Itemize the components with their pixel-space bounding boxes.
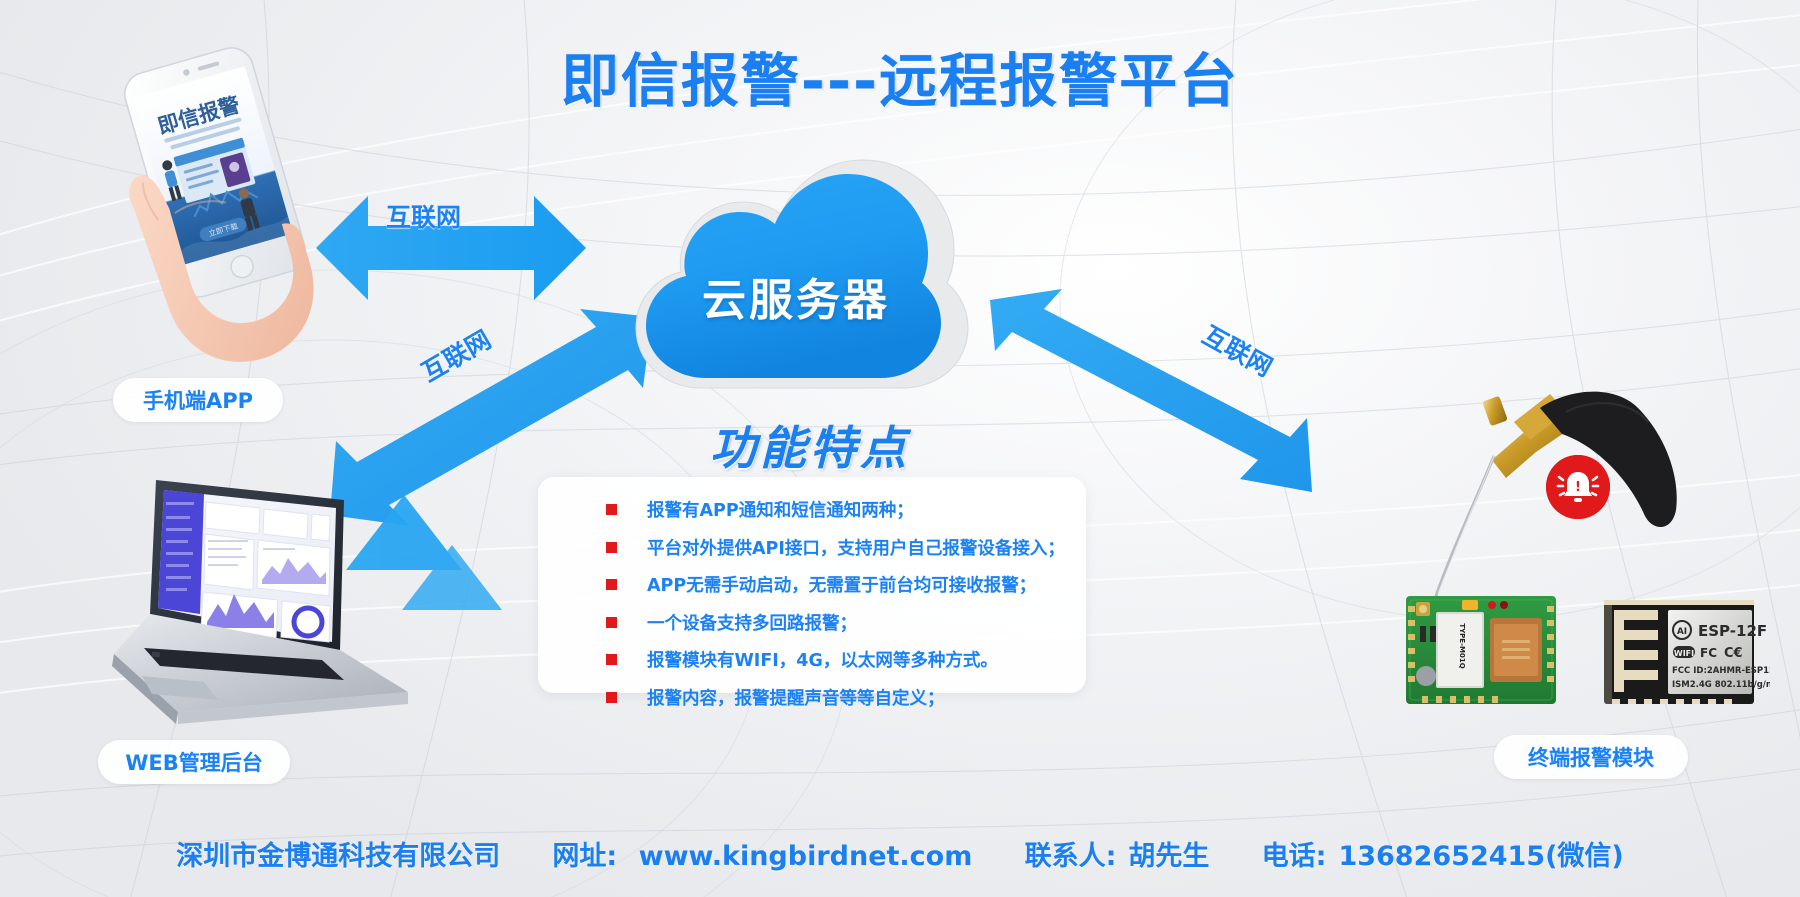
- cloud-server: 云服务器: [606, 142, 986, 404]
- features-card: 报警有APP通知和短信通知两种； 平台对外提供API接口，支持用户自己报警设备接…: [538, 477, 1086, 709]
- arrow-cloud-terminal: [990, 289, 1312, 492]
- laptop-illustration: [108, 462, 438, 742]
- footer-phone: 13682652415(微信): [1338, 841, 1624, 872]
- list-item: 报警有APP通知和短信通知两种；: [606, 497, 1086, 522]
- bullet-icon: [606, 541, 617, 553]
- node-label-terminal: 终端报警模块: [1494, 735, 1688, 779]
- svg-text:ESP-12F: ESP-12F: [1698, 622, 1767, 640]
- svg-text:AI: AI: [1677, 627, 1687, 637]
- footer-company: 深圳市金博通科技有限公司: [176, 841, 501, 872]
- alarm-bell-icon: !: [1546, 455, 1610, 519]
- hardware-module-icon: TYPE-M01Q: [1406, 391, 1770, 704]
- hardware-modules-illustration: TYPE-M01Q: [1390, 360, 1770, 705]
- bullet-icon: [606, 504, 617, 515]
- svg-text:C€: C€: [1724, 646, 1743, 661]
- feature-text: 报警模块有WIFI，4G，以太网等多种方式。: [647, 651, 998, 671]
- svg-text:FC: FC: [1700, 646, 1717, 660]
- decor-triangles-icon: [346, 495, 502, 610]
- smartphone-icon: 即信报警: [124, 47, 314, 362]
- laptop-icon: [112, 480, 408, 724]
- feature-text: 一个设备支持多回路报警；: [647, 613, 857, 634]
- svg-text:TYPE-M01Q: TYPE-M01Q: [1458, 623, 1466, 668]
- svg-text:WIFI: WIFI: [1674, 649, 1694, 658]
- list-item: 报警模块有WIFI，4G，以太网等多种方式。: [606, 647, 1086, 672]
- smartphone-illustration: 即信报警: [96, 34, 346, 374]
- label-internet-phone: 互联网: [386, 203, 462, 232]
- feature-text: APP无需手动启动，无需置于前台均可接收报警；: [647, 576, 1037, 596]
- footer-contact-label: 联系人:: [1024, 841, 1117, 872]
- alarm-bell-badge: !: [1546, 455, 1610, 519]
- bullet-icon: [606, 579, 617, 590]
- list-item: 报警内容，报警提醒声音等等自定义；: [606, 685, 1086, 710]
- node-label-web: WEB管理后台: [98, 740, 290, 784]
- list-item: APP无需手动启动，无需置于前台均可接收报警；: [606, 572, 1086, 597]
- footer-website-label: 网址:: [552, 841, 618, 872]
- bullet-icon: [606, 691, 617, 703]
- footer-phone-label: 电话:: [1261, 841, 1327, 872]
- features-list: 报警有APP通知和短信通知两种； 平台对外提供API接口，支持用户自己报警设备接…: [538, 491, 1086, 710]
- bullet-icon: [606, 654, 617, 665]
- svg-text:ISM2.4G 802.11b/g/n: ISM2.4G 802.11b/g/n: [1672, 680, 1770, 690]
- feature-text: 报警内容，报警提醒声音等等自定义；: [647, 688, 945, 709]
- arrow-web-cloud: [330, 309, 652, 526]
- svg-text:!: !: [1575, 480, 1581, 495]
- feature-text: 报警有APP通知和短信通知两种；: [647, 501, 914, 521]
- feature-text: 平台对外提供API接口，支持用户自己报警设备接入；: [647, 538, 1065, 559]
- cloud-label: 云服务器: [702, 275, 890, 326]
- node-label-phone: 手机端APP: [113, 378, 283, 422]
- bullet-icon: [606, 616, 617, 628]
- arrow-phone-cloud: [316, 196, 586, 300]
- cloud-icon: [635, 159, 969, 389]
- list-item: 一个设备支持多回路报警；: [606, 610, 1086, 635]
- page-title: 即信报警---远程报警平台: [560, 47, 1240, 115]
- list-item: 平台对外提供API接口，支持用户自己报警设备接入；: [606, 535, 1086, 560]
- footer-contact: 胡先生: [1128, 841, 1210, 872]
- footer: 深圳市金博通科技有限公司 网址: www.kingbirdnet.com 联系人…: [0, 834, 1800, 873]
- features-title: 功能特点: [710, 421, 910, 475]
- footer-website[interactable]: www.kingbirdnet.com: [638, 841, 973, 872]
- svg-text:FCC ID:2AHMR-ESP12F: FCC ID:2AHMR-ESP12F: [1672, 666, 1770, 676]
